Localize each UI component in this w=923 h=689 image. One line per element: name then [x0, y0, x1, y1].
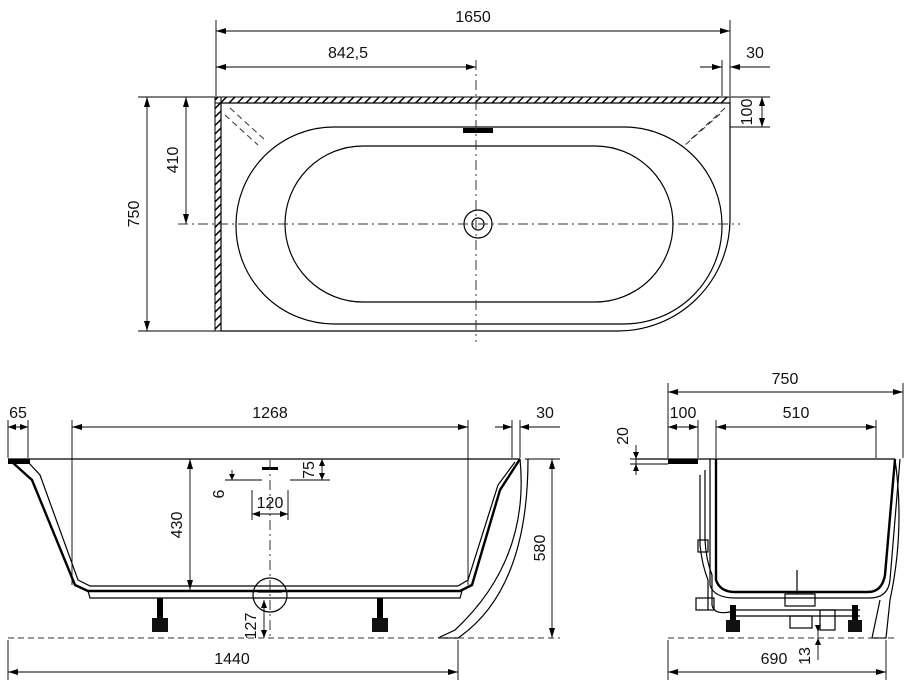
side-wall [214, 96, 222, 332]
dim-1650: 1650 [455, 9, 491, 26]
dim-842-5: 842,5 [328, 45, 368, 62]
dim-1268: 1268 [252, 405, 288, 422]
dim-120: 120 [257, 495, 284, 512]
end-view: 750 100 510 20 690 13 [615, 371, 904, 680]
side-shell-inner [27, 461, 516, 587]
tub-outer-outline [220, 102, 731, 332]
dim-100: 100 [739, 99, 756, 126]
top-view: 1650 842,5 30 100 750 410 [126, 9, 770, 342]
dim-75: 75 [301, 461, 318, 479]
leg-right [372, 598, 388, 632]
dim-65: 65 [9, 405, 27, 422]
dim-6: 6 [211, 489, 228, 498]
dim-1440: 1440 [214, 651, 250, 668]
side-drain-icon [252, 577, 288, 613]
back-wall [214, 96, 731, 104]
dim-750-top: 750 [126, 201, 143, 228]
end-shell [714, 458, 897, 594]
dim-127: 127 [243, 613, 260, 640]
dim-100-end: 100 [670, 405, 697, 422]
tub-rim [235, 126, 723, 325]
leg-left [152, 598, 168, 632]
dim-30-side: 30 [536, 405, 554, 422]
side-shell-outer [11, 458, 522, 593]
dim-750-end: 750 [772, 371, 799, 388]
overflow-slot [463, 128, 493, 133]
dim-20: 20 [615, 427, 632, 445]
dim-690: 690 [761, 651, 788, 668]
dim-510: 510 [783, 405, 810, 422]
dim-410: 410 [165, 147, 182, 174]
dim-13: 13 [797, 647, 814, 665]
dim-30-top: 30 [746, 45, 764, 62]
dim-580: 580 [532, 535, 549, 562]
side-view: 65 1268 30 580 430 75 [7, 405, 560, 680]
dim-430: 430 [169, 512, 186, 539]
